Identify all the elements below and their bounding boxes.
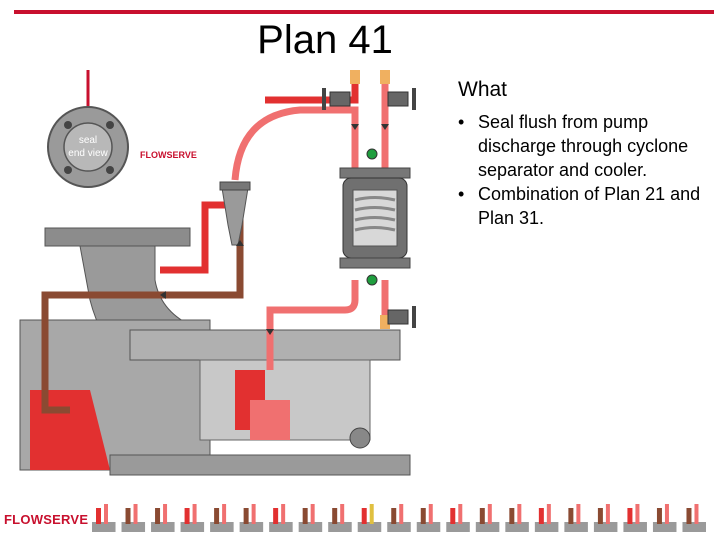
bullet-dot: • bbox=[458, 184, 465, 204]
footer-thumbnail bbox=[564, 504, 588, 532]
footer-thumbnail bbox=[92, 504, 116, 532]
seal-label-line2: end view bbox=[68, 148, 108, 159]
bullet-item: • Seal flush from pump discharge through … bbox=[458, 110, 708, 182]
plan41-diagram: seal end view FLOWSERVE bbox=[19, 70, 416, 476]
flow-arrows bbox=[160, 124, 389, 335]
footer-thumbnail bbox=[505, 504, 529, 532]
footer-thumbnail bbox=[210, 504, 234, 532]
footer-thumbnail bbox=[682, 504, 706, 532]
footer-thumbnail bbox=[328, 504, 352, 532]
footer-thumbnail bbox=[269, 504, 293, 532]
footer-thumbnail bbox=[239, 504, 264, 532]
footer-thumbnail bbox=[357, 504, 382, 532]
footer-logo: FLOWSERVE bbox=[4, 512, 88, 527]
footer-brand: FLOWSERVE bbox=[4, 512, 88, 527]
diagram-brand-logo: FLOWSERVE bbox=[140, 150, 197, 160]
footer-thumbnail bbox=[180, 504, 205, 532]
header-line bbox=[265, 80, 359, 104]
footer-thumbnail-strip bbox=[92, 504, 706, 532]
cooler bbox=[339, 148, 411, 286]
return-line bbox=[41, 200, 244, 414]
cyclone-separator bbox=[219, 181, 251, 246]
description-panel: What • Seal flush from pump discharge thr… bbox=[458, 78, 708, 230]
footer-thumbnail bbox=[593, 504, 618, 532]
bullet-list: • Seal flush from pump discharge through … bbox=[458, 110, 708, 230]
bullet-text: Seal flush from pump discharge through c… bbox=[478, 112, 689, 180]
footer-thumbnail bbox=[623, 504, 647, 532]
footer-thumbnail bbox=[121, 504, 146, 532]
seal-label-line1: seal bbox=[79, 135, 97, 146]
footer-thumbnail bbox=[298, 504, 323, 532]
page-title: Plan 41 bbox=[257, 18, 393, 62]
section-heading: What bbox=[458, 78, 508, 101]
footer-thumbnail bbox=[387, 504, 411, 532]
title-rule bbox=[14, 10, 714, 14]
cyclone-to-cooler-line bbox=[231, 106, 359, 181]
bullet-item: • Combination of Plan 21 and Plan 31. bbox=[458, 182, 708, 230]
footer-thumbnail bbox=[416, 504, 441, 532]
footer-thumbnail bbox=[534, 504, 559, 532]
pump-casing bbox=[19, 227, 411, 476]
footer-thumbnail bbox=[446, 504, 470, 532]
footer-thumbnail bbox=[475, 504, 500, 532]
footer-thumbnail bbox=[151, 504, 175, 532]
seal-end-view: seal end view bbox=[47, 70, 129, 188]
isolation-valves bbox=[322, 88, 416, 328]
bullet-text: Combination of Plan 21 and Plan 31. bbox=[478, 184, 701, 228]
bullet-dot: • bbox=[458, 112, 465, 132]
discharge-line bbox=[160, 201, 225, 274]
cooler-to-seal-line bbox=[266, 280, 359, 370]
footer-thumbnail bbox=[652, 504, 677, 532]
